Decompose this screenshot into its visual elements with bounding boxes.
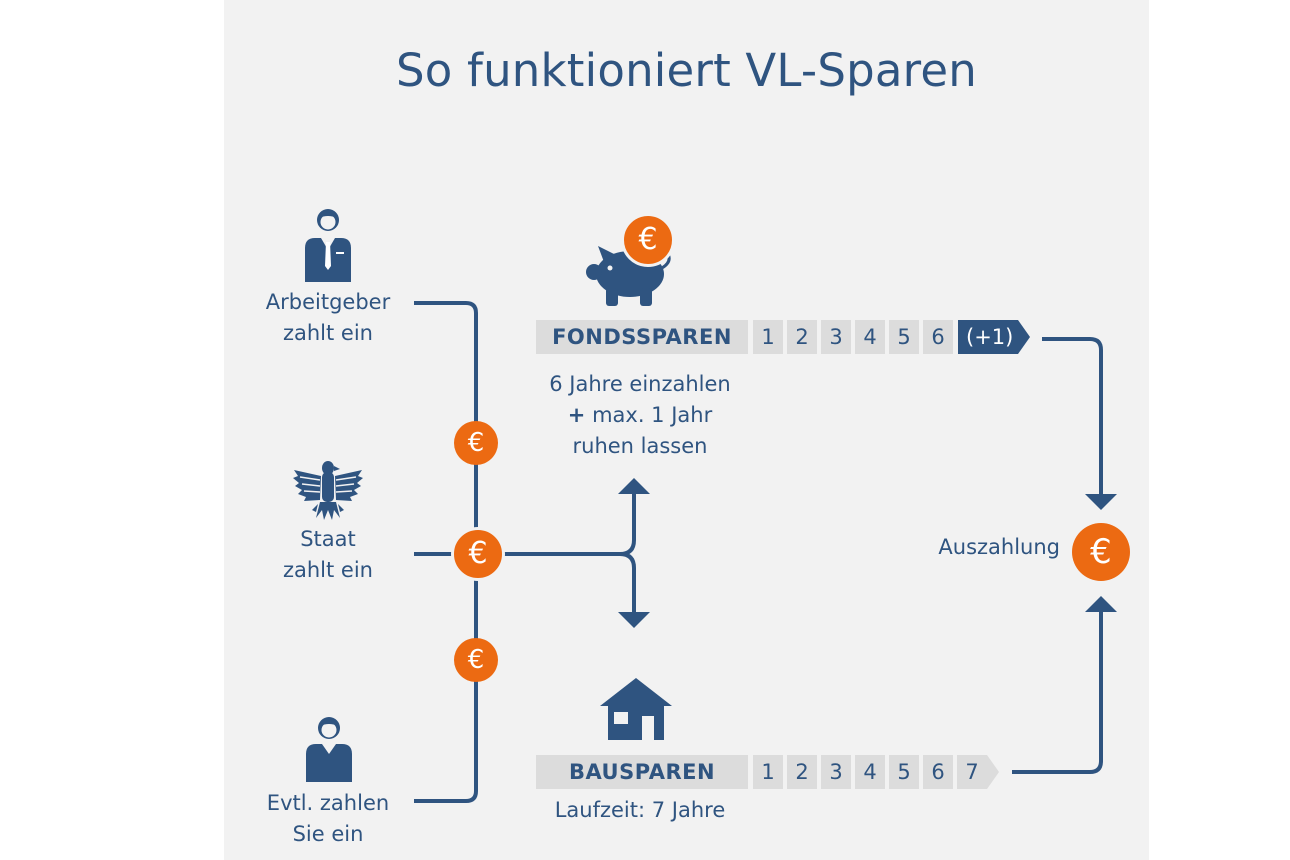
fund-extra-year-text: (+1) (966, 325, 1014, 349)
fund-year-6: 6 (923, 320, 953, 354)
fund-year-3: 3 (821, 320, 851, 354)
employer-label-line1: Arbeitgeber (265, 290, 391, 314)
arrow-up-to-fund (618, 478, 650, 494)
infographic-panel (224, 0, 1149, 860)
building-year-5: 5 (889, 755, 919, 789)
branch-down-line (619, 552, 636, 612)
building-year-1: 1 (753, 755, 783, 789)
fund-payout-line (1042, 337, 1103, 494)
payout-label: Auszahlung (938, 535, 1060, 559)
state-label-line2: zahlt ein (282, 558, 373, 582)
building-year-4: 4 (855, 755, 885, 789)
arrow-down-to-payout (1085, 494, 1117, 510)
employer-label-line2: zahlt ein (282, 321, 373, 345)
fund-year-5: 5 (889, 320, 919, 354)
fund-note-line3: ruhen lassen (572, 434, 708, 458)
building-year-6: 6 (923, 755, 953, 789)
piggy-euro-coin: € (621, 213, 675, 267)
state-euro-coin: € (451, 527, 505, 581)
building-payout-line (1012, 612, 1103, 774)
state-label: Staat zahlt ein (238, 524, 418, 586)
fund-year-2: 2 (787, 320, 817, 354)
fund-note: 6 Jahre einzahlen + max. 1 Jahr ruhen la… (520, 369, 760, 462)
fund-note-line1: 6 Jahre einzahlen (549, 372, 731, 396)
you-label: Evtl. zahlen Sie ein (238, 788, 418, 850)
fund-extra-year: (+1) (958, 320, 1030, 354)
building-year-3: 3 (821, 755, 851, 789)
person-icon (306, 717, 352, 782)
you-label-line1: Evtl. zahlen (266, 791, 390, 815)
fund-note-line2: + max. 1 Jahr (520, 400, 760, 431)
plus-icon: + (567, 403, 586, 427)
payout-euro-coin: € (1072, 523, 1130, 581)
employer-label: Arbeitgeber zahlt ein (238, 287, 418, 349)
fund-year-4: 4 (855, 320, 885, 354)
page-title: So funktioniert VL-Sparen (396, 44, 977, 97)
arrow-down-to-building (618, 612, 650, 628)
building-note: Laufzeit: 7 Jahre (554, 798, 726, 822)
fund-savings-label: FONDSSPAREN (536, 320, 748, 354)
employer-euro-coin: € (454, 421, 498, 465)
building-year-2: 2 (787, 755, 817, 789)
arrow-up-to-payout (1085, 596, 1117, 612)
fund-year-1: 1 (753, 320, 783, 354)
businessman-icon (305, 209, 351, 282)
you-label-line2: Sie ein (292, 822, 364, 846)
building-year-7: 7 (957, 755, 999, 789)
you-euro-coin: € (454, 638, 498, 682)
building-savings-label: BAUSPAREN (536, 755, 748, 789)
state-label-line1: Staat (300, 527, 356, 551)
house-icon (600, 678, 672, 740)
fund-note-line2-text: max. 1 Jahr (592, 403, 713, 427)
building-year-7-text: 7 (965, 760, 979, 784)
federal-eagle-icon (293, 461, 363, 520)
